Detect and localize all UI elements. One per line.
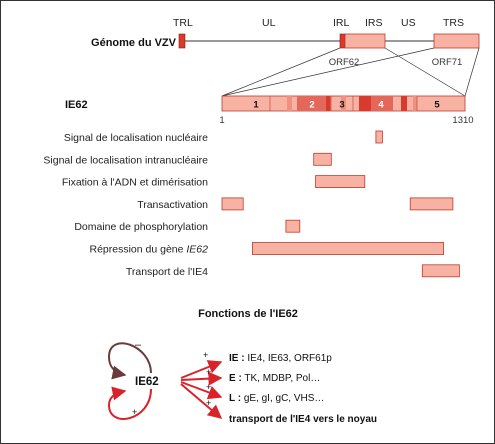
function-transport: transport de l'IE4 vers le noyau — [229, 414, 377, 425]
function-l-text: gE, gI, gC, VHS… — [241, 393, 324, 404]
orf62-label: ORF62 — [329, 57, 360, 68]
region-label-ul: UL — [262, 17, 276, 29]
irl-segment — [339, 33, 346, 49]
orf71-label: ORF71 — [432, 57, 463, 68]
functions-title: Fonctions de l'IE62 — [198, 308, 298, 320]
region-label-irl: IRL — [333, 17, 350, 29]
projection-line — [221, 47, 435, 97]
region-number-2: 2 — [309, 100, 314, 111]
domain-label-text: Domaine de phosphorylation — [74, 221, 208, 233]
domain-segment — [315, 175, 366, 189]
domain-label: Signal de localisation intranucléaire — [43, 154, 208, 166]
arrow-to-transport — [180, 383, 223, 419]
protein-start-label: 1 — [219, 115, 224, 126]
region-number-3: 3 — [339, 100, 344, 111]
function-e-text: TK, MDBP, Pol… — [242, 373, 321, 384]
genome-title: Génome du VZV — [91, 37, 177, 49]
function-e: E : TK, MDBP, Pol… — [229, 373, 320, 384]
domain-label-text: Répression du gène — [89, 244, 186, 256]
function-ie-key: IE : — [229, 353, 245, 364]
region-label-trl: TRL — [173, 17, 193, 29]
region-label-trs: TRS — [443, 17, 464, 29]
domain-label: Répression du gène IE62 — [89, 244, 208, 256]
region-label-irs: IRS — [365, 17, 383, 29]
region-number-5: 5 — [434, 100, 440, 111]
function-ie-text: IE4, IE63, ORF61p — [245, 353, 333, 364]
genome-map: TRL UL IRL IRS US TRS Génome du VZV ORF6… — [91, 17, 480, 97]
domain-label-text: Fixation à l'ADN et dimérisation — [62, 177, 208, 189]
protein-band — [326, 96, 330, 111]
projection-line — [384, 47, 466, 97]
function-ie: IE : IE4, IE63, ORF61p — [229, 353, 332, 364]
projection-line — [464, 47, 480, 97]
protein-band-2 — [297, 96, 331, 111]
ie62-protein: IE62 1 2 3 4 5 1 1310 — [65, 95, 474, 126]
minus-sign: – — [135, 339, 142, 351]
irs-segment — [344, 33, 386, 49]
plus-sign: + — [206, 367, 211, 377]
domain-segment — [285, 219, 301, 233]
domain-label-text: Transport de l'IE4 — [126, 266, 208, 278]
domain-label-italic: IE62 — [186, 244, 208, 256]
function-l-key: L : — [229, 393, 241, 404]
domain-label-text: Signal de localisation nucléaire — [64, 132, 208, 144]
domain-label: Fixation à l'ADN et dimérisation — [62, 177, 208, 189]
region-number-1: 1 — [253, 100, 259, 111]
plus-sign-loop: + — [132, 407, 137, 417]
negative-feedback-arrow — [107, 342, 152, 380]
protein-band — [413, 96, 417, 111]
domain-label-text: Transactivation — [137, 199, 208, 211]
protein-band — [341, 96, 346, 111]
domain-segment — [221, 197, 244, 211]
arrow-to-l — [180, 381, 223, 400]
domain-label: Signal de localisation nucléaire — [64, 132, 208, 144]
protein-title: IE62 — [65, 99, 88, 111]
domain-segment — [375, 130, 383, 144]
projection-line — [221, 47, 341, 97]
plus-sign: + — [203, 350, 208, 360]
protein-band-4 — [371, 96, 393, 111]
domain-label: Transport de l'IE4 — [126, 266, 208, 278]
region-label-us: US — [401, 17, 416, 29]
region-number-4: 4 — [378, 100, 384, 111]
protein-end-label: 1310 — [452, 115, 473, 126]
functions-panel: Fonctions de l'IE62 – + IE62 + + + + IE … — [107, 308, 377, 425]
domain-label: Domaine de phosphorylation — [74, 221, 208, 233]
positive-feedback-arrow — [107, 386, 152, 420]
domain-segment — [313, 152, 332, 166]
arrow-to-ie — [180, 360, 223, 379]
domain-label: Transactivation — [137, 199, 208, 211]
function-e-key: E : — [229, 373, 242, 384]
protein-band — [401, 96, 407, 111]
protein-band — [359, 96, 371, 111]
trs-segment — [433, 33, 480, 49]
domain-segment — [251, 242, 444, 255]
plus-sign: + — [206, 398, 211, 408]
function-l: L : gE, gI, gC, VHS… — [229, 393, 324, 404]
center-ie62: IE62 — [135, 376, 159, 388]
arrow-to-e — [180, 371, 223, 386]
domain-label-text: Signal de localisation intranucléaire — [43, 154, 208, 166]
domain-segment — [421, 264, 460, 278]
domain-segment — [409, 197, 454, 211]
trl-segment — [178, 33, 186, 49]
protein-band — [287, 96, 292, 111]
plus-sign: + — [206, 382, 211, 392]
